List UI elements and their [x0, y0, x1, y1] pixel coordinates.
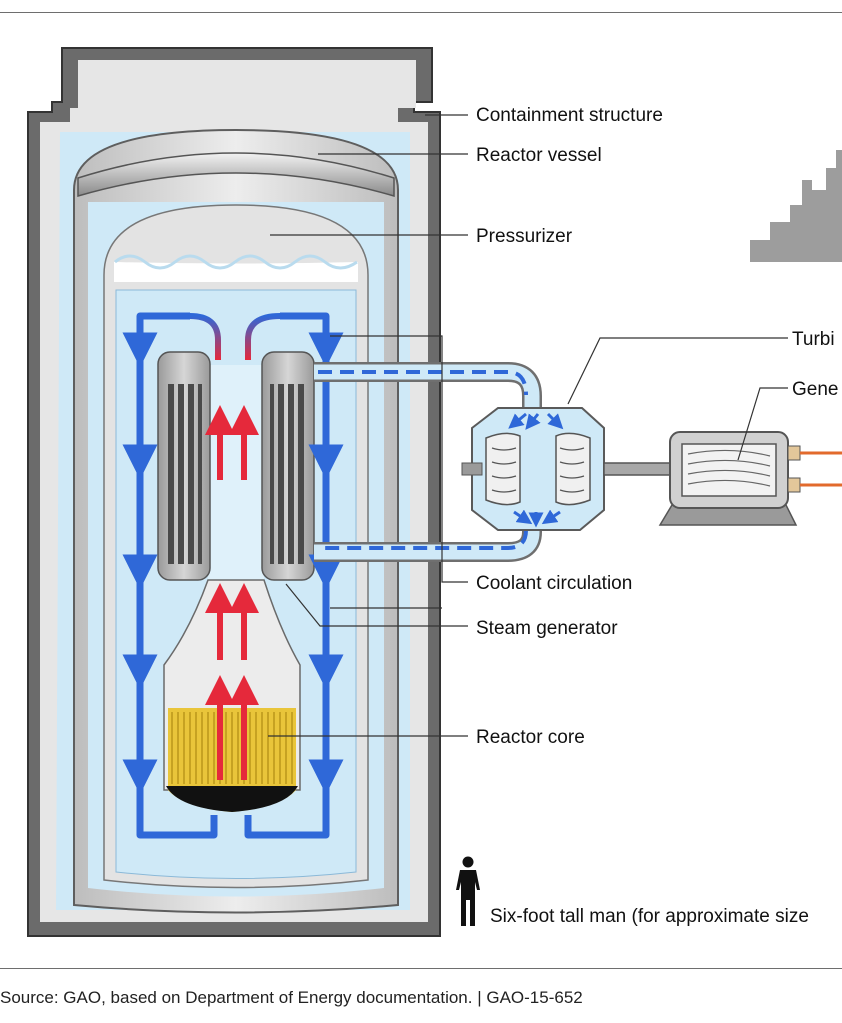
label-size-reference: Six-foot tall man (for approximate size: [490, 906, 809, 927]
skyline-silhouette: [750, 150, 842, 262]
reactor-diagram: Containment structure Reactor vessel Pre…: [27, 47, 842, 937]
reactor-core: [166, 708, 298, 812]
label-reactor-core: Reactor core: [476, 727, 585, 748]
steam-generator-right: [261, 351, 315, 581]
label-containment-structure: Containment structure: [476, 105, 663, 126]
steam-pipes: [314, 362, 542, 562]
leader-lines: [268, 114, 788, 737]
coolant-flow-cold: [122, 312, 344, 839]
source-note: Source: GAO, based on Department of Ener…: [0, 988, 583, 1007]
steam-generator-left: [157, 351, 211, 581]
turbine-shaft: [603, 462, 679, 476]
figure-frame: [0, 12, 842, 969]
turbine: [461, 407, 605, 531]
label-coolant-circulation: Coolant circulation: [476, 573, 632, 594]
coolant-flow-hot: [189, 313, 281, 780]
person-icon: [456, 856, 480, 926]
label-reactor-vessel: Reactor vessel: [476, 145, 602, 166]
label-pressurizer: Pressurizer: [476, 226, 573, 247]
generator: [658, 431, 842, 526]
riser: [208, 365, 264, 585]
label-generator: Gene: [792, 379, 838, 400]
label-steam-generator: Steam generator: [476, 618, 618, 639]
label-turbine: Turbi: [792, 329, 835, 350]
